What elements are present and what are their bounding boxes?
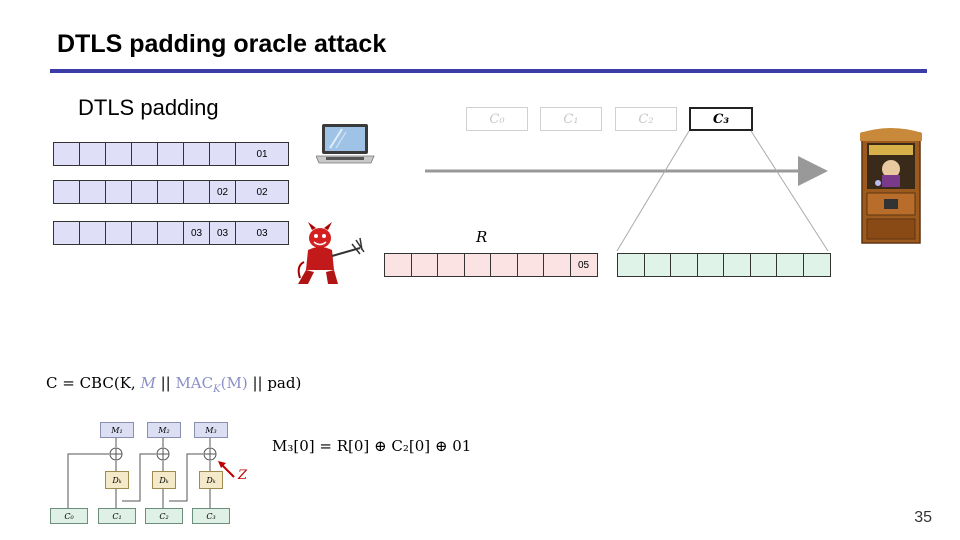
decrypt-box-2: Dₖ	[152, 471, 176, 489]
fortune-teller-machine-icon	[860, 128, 922, 244]
padding-row-3: 03 03 03	[53, 221, 289, 245]
padding-byte	[132, 181, 158, 203]
padding-byte	[210, 143, 236, 165]
laptop-icon	[316, 124, 375, 164]
formula-mac: MAC	[175, 374, 214, 392]
padding-byte: 02	[256, 186, 268, 198]
section-heading: DTLS padding	[78, 95, 219, 120]
cbc-ciphertext-c1: C₁	[98, 508, 136, 524]
padding-byte	[54, 181, 80, 203]
ciphertext-block-c3: C₃	[689, 107, 753, 131]
formula-mac-sub: K	[213, 384, 221, 395]
padding-byte	[106, 143, 132, 165]
c2-byte	[724, 254, 751, 276]
r-byte	[491, 254, 518, 276]
page-title: DTLS padding oracle attack	[57, 30, 387, 58]
plaintext-block-m3: M₃	[194, 422, 228, 438]
r-byte	[544, 254, 571, 276]
padding-byte	[132, 222, 158, 244]
c2-byte	[804, 254, 830, 276]
padding-byte: 03	[184, 222, 210, 244]
padding-byte	[106, 222, 132, 244]
r-byte: 05	[577, 259, 590, 271]
title-underline	[50, 69, 927, 73]
m3-formula: M₃[0] = R[0] ⊕ C₂[0] ⊕ 01	[272, 437, 472, 455]
ciphertext-block-c2: C₂	[615, 107, 677, 131]
padding-byte: 01	[256, 148, 268, 160]
padding-byte	[158, 143, 184, 165]
padding-row-1: 01	[53, 142, 289, 166]
padding-byte: 03	[210, 222, 236, 244]
r-byte	[385, 254, 412, 276]
padding-byte: 02	[210, 181, 236, 203]
formula-mac-arg: (M)	[220, 374, 248, 392]
formula-suffix: || pad)	[247, 374, 302, 392]
cbc-decryption-diagram	[67, 437, 235, 509]
c2-byte	[618, 254, 645, 276]
plaintext-block-m2: M₂	[147, 422, 181, 438]
decrypt-box-3: Dₖ	[199, 471, 223, 489]
devil-icon	[297, 222, 365, 284]
c2-byte	[777, 254, 804, 276]
c2-byte	[671, 254, 698, 276]
c2-byte	[751, 254, 777, 276]
padding-byte	[54, 222, 80, 244]
c2-block-row	[617, 253, 831, 277]
padding-byte	[80, 181, 106, 203]
cbc-ciphertext-c0: C₀	[50, 508, 88, 524]
padding-byte	[106, 181, 132, 203]
cbc-formula: C = CBC(K, M || MACK(M) || pad)	[46, 374, 301, 395]
formula-sep: ||	[155, 374, 176, 392]
r-byte	[412, 254, 438, 276]
expand-line-right	[750, 130, 829, 252]
r-byte	[438, 254, 465, 276]
padding-byte	[184, 181, 210, 203]
padding-byte	[54, 143, 80, 165]
cbc-ciphertext-c2: C₂	[145, 508, 183, 524]
formula-prefix: C = CBC(K,	[46, 374, 141, 392]
r-block-row: 05	[384, 253, 598, 277]
expand-line-left	[616, 130, 690, 252]
padding-byte	[80, 143, 106, 165]
r-byte	[518, 254, 544, 276]
padding-byte	[80, 222, 106, 244]
r-label: R	[476, 228, 488, 246]
ciphertext-block-c0: C₀	[466, 107, 528, 131]
ciphertext-block-c1: C₁	[540, 107, 602, 131]
padding-row-2: 02 02	[53, 180, 289, 204]
c2-byte	[645, 254, 671, 276]
cbc-ciphertext-c3: C₃	[192, 508, 230, 524]
padding-byte: 03	[256, 227, 268, 239]
decrypt-box-1: Dₖ	[105, 471, 129, 489]
padding-byte	[158, 181, 184, 203]
formula-m: M	[140, 374, 156, 392]
plaintext-block-m1: M₁	[100, 422, 134, 438]
z-label: Z	[238, 468, 248, 483]
page-number: 35	[914, 509, 932, 526]
padding-byte	[158, 222, 184, 244]
c2-byte	[698, 254, 724, 276]
padding-byte	[132, 143, 158, 165]
padding-byte	[184, 143, 210, 165]
r-byte	[465, 254, 491, 276]
